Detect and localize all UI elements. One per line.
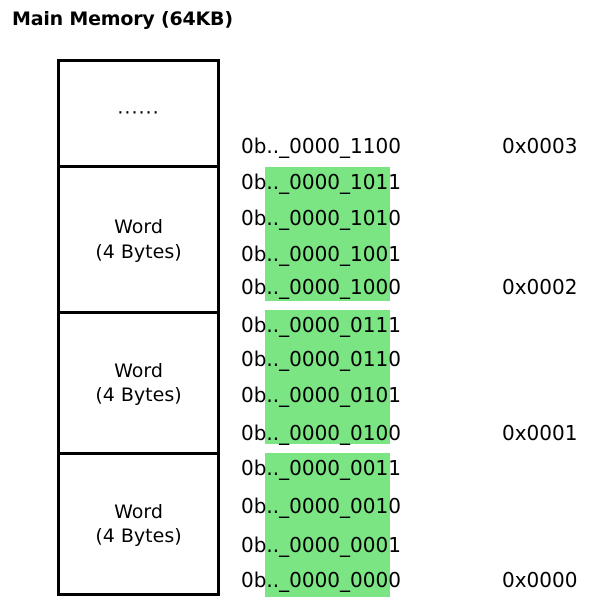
- memory-cell-word-2-line-0: Word: [114, 359, 163, 382]
- hex-address-label: 0x0003: [502, 134, 578, 158]
- memory-cell-ellipsis-line-0: ······: [117, 102, 160, 125]
- memory-cell-word-1-line-1: (4 Bytes): [95, 525, 182, 547]
- binary-address-label: 0b.._0000_1011: [241, 170, 401, 194]
- memory-cell-word-1: Word(4 Bytes): [60, 452, 217, 593]
- memory-cell-word-3-line-1: (4 Bytes): [95, 240, 182, 263]
- binary-address-label: 0b.._0000_1000: [241, 275, 401, 299]
- hex-address-label: 0x0002: [502, 275, 578, 299]
- binary-address-label: 0b.._0000_1100: [241, 134, 401, 158]
- word-highlight-block: [265, 167, 390, 301]
- binary-address-label: 0b.._0000_0011: [241, 456, 401, 480]
- binary-address-label: 0b.._0000_0000: [241, 568, 401, 592]
- word-highlight-block: [265, 453, 390, 597]
- binary-address-label: 0b.._0000_1001: [241, 242, 401, 266]
- page-title: Main Memory (64KB): [12, 8, 233, 30]
- binary-address-label: 0b.._0000_0001: [241, 533, 401, 557]
- binary-address-label: 0b.._0000_0110: [241, 347, 401, 371]
- memory-cell-word-3-line-0: Word: [114, 216, 163, 239]
- memory-cell-word-2: Word(4 Bytes): [60, 311, 217, 452]
- binary-address-label: 0b.._0000_0111: [241, 313, 401, 337]
- memory-cell-word-3: Word(4 Bytes): [60, 165, 217, 311]
- memory-cell-ellipsis: ······: [60, 62, 217, 165]
- main-memory-column: ······Word(4 Bytes)Word(4 Bytes)Word(4 B…: [57, 59, 220, 596]
- binary-address-label: 0b.._0000_0010: [241, 494, 401, 518]
- hex-address-label: 0x0001: [502, 421, 578, 445]
- memory-cell-word-1-line-0: Word: [114, 500, 163, 523]
- memory-cell-word-2-line-1: (4 Bytes): [95, 384, 182, 406]
- word-highlight-block: [265, 310, 390, 444]
- binary-address-label: 0b.._0000_1010: [241, 206, 401, 230]
- binary-address-label: 0b.._0000_0101: [241, 383, 401, 407]
- binary-address-label: 0b.._0000_0100: [241, 421, 401, 445]
- hex-address-label: 0x0000: [502, 568, 578, 592]
